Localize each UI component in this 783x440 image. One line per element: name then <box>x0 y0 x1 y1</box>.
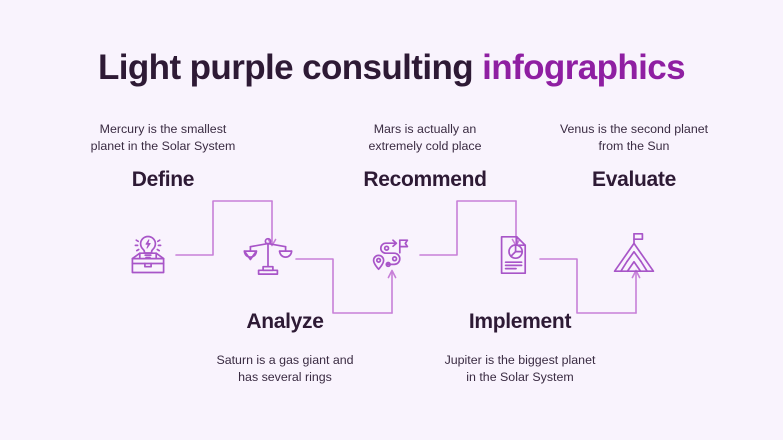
connector-define-to-analyze <box>175 198 280 260</box>
page-title: Light purple consulting infographics <box>0 48 783 88</box>
step-label-implement: Implement <box>468 310 572 333</box>
connector-analyze-to-recommend <box>295 256 400 318</box>
balance-scales-icon <box>240 227 296 283</box>
step-description-implement: Jupiter is the biggest planet in the Sol… <box>444 353 596 384</box>
step-description-recommend: Mars is actually an extremely cold place <box>368 122 482 153</box>
step-description-evaluate: Venus is the second planet from the Sun <box>559 122 709 153</box>
step-label-define: Define <box>131 168 195 191</box>
step-description-define: Mercury is the smallest planet in the So… <box>90 122 236 153</box>
page-title-accent: infographics <box>482 48 685 87</box>
step-label-analyze: Analyze <box>246 310 324 333</box>
report-piechart-icon <box>484 227 540 283</box>
mountain-flag-icon <box>606 227 662 283</box>
winding-road-flag-icon <box>364 227 420 283</box>
step-description-analyze: Saturn is a gas giant and has several ri… <box>216 353 354 384</box>
step-label-evaluate: Evaluate <box>592 168 676 191</box>
page-title-main: Light purple consulting <box>98 48 483 87</box>
step-label-recommend: Recommend <box>363 168 487 191</box>
briefcase-lightbulb-icon <box>120 227 176 283</box>
